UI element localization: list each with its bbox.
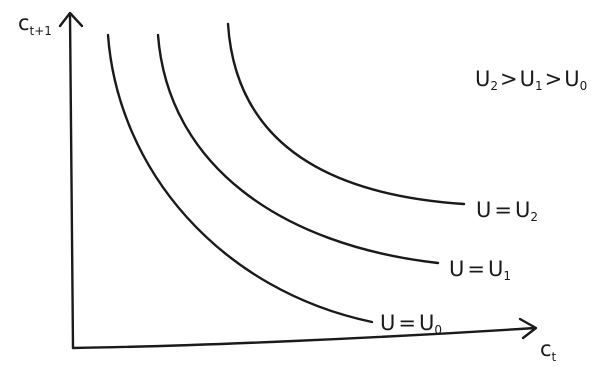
curve-u2: [226, 22, 466, 206]
y-axis-label: ct+1: [18, 11, 52, 38]
curve-label-u2: U=U2: [476, 198, 538, 224]
curve-label-u1: U=U1: [449, 257, 511, 283]
utility-ordering-label: U2>U1>U0: [475, 67, 587, 93]
x-axis: [71, 326, 537, 350]
curve-u0: [106, 33, 374, 324]
curve-label-u0: U=U0: [380, 311, 442, 337]
curve-u1: [156, 33, 440, 265]
y-axis-arrowhead: [58, 11, 84, 28]
x-axis-arrowhead: [518, 317, 538, 340]
x-axis-label: ct: [540, 337, 557, 364]
y-axis: [68, 12, 75, 350]
